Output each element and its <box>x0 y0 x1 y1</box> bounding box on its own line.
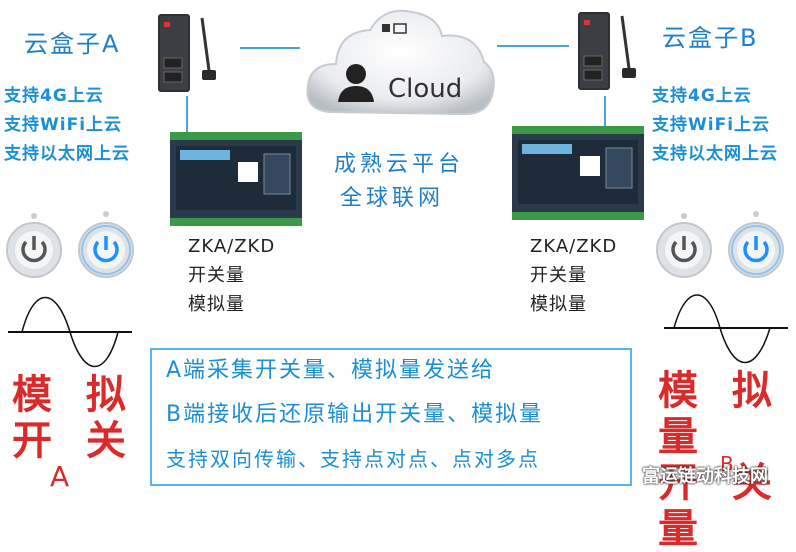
right-feature-list: 支持4G上云 支持WiFi上云 支持以太网上云 <box>652 82 794 169</box>
power-on-icon-right[interactable] <box>726 206 786 280</box>
device-b-label: ZKA/ZKD 开关量 模拟量 <box>530 232 617 319</box>
power-icon-right[interactable] <box>654 210 714 280</box>
device-a-switch: 开关量 <box>188 265 245 286</box>
right-big-analog: 模 拟 量 <box>658 368 782 460</box>
cloud-label: Cloud <box>388 74 463 104</box>
router-a-image <box>158 14 216 92</box>
cloud-box-b-title: 云盒子B <box>662 24 759 52</box>
sine-wave-left <box>8 297 132 367</box>
device-b-model: ZKA/ZKD <box>530 236 618 257</box>
connector-line-router-a-controller <box>186 96 188 138</box>
info-line-2: B端接收后还原输出开关量、模拟量 <box>166 402 544 427</box>
right-bottom-letter: B <box>720 452 734 476</box>
sine-wave-right <box>664 294 788 363</box>
controller-a-image <box>170 132 302 226</box>
info-line-3: 支持双向传输、支持点对点、点对多点 <box>166 447 540 471</box>
platform-line1: 成熟云平台 <box>334 152 465 177</box>
cloud-box-a-title: 云盒子A <box>24 30 121 58</box>
router-b-image <box>578 12 636 90</box>
cloud-image <box>306 9 495 116</box>
right-feature-ethernet: 支持以太网上云 <box>652 144 778 164</box>
power-on-icon[interactable] <box>76 206 136 280</box>
right-feature-wifi: 支持WiFi上云 <box>652 115 771 135</box>
left-feature-4g: 支持4G上云 <box>4 86 104 106</box>
left-feature-list: 支持4G上云 支持WiFi上云 支持以太网上云 <box>4 82 154 169</box>
device-a-analog: 模拟量 <box>188 294 245 315</box>
left-bottom-letter: A <box>50 460 70 493</box>
power-icon[interactable] <box>4 210 64 280</box>
watermark: 富运链动科技网 <box>642 466 768 487</box>
connector-line-router-b-controller <box>604 96 606 126</box>
controller-b-image <box>512 126 644 220</box>
connector-line-a-cloud <box>240 47 300 49</box>
left-feature-wifi: 支持WiFi上云 <box>4 115 123 135</box>
device-a-label: ZKA/ZKD 开关量 模拟量 <box>188 232 275 319</box>
left-feature-ethernet: 支持以太网上云 <box>4 144 130 164</box>
device-b-analog: 模拟量 <box>530 294 587 315</box>
platform-line2: 全球联网 <box>340 186 445 211</box>
device-b-switch: 开关量 <box>530 265 587 286</box>
device-a-model: ZKA/ZKD <box>188 236 276 257</box>
right-feature-4g: 支持4G上云 <box>652 86 752 106</box>
info-box: A端采集开关量、模拟量发送给 B端接收后还原输出开关量、模拟量 支持双向传输、支… <box>150 348 632 486</box>
connector-line-cloud-b <box>497 45 569 47</box>
info-line-1: A端采集开关量、模拟量发送给 <box>166 358 496 383</box>
